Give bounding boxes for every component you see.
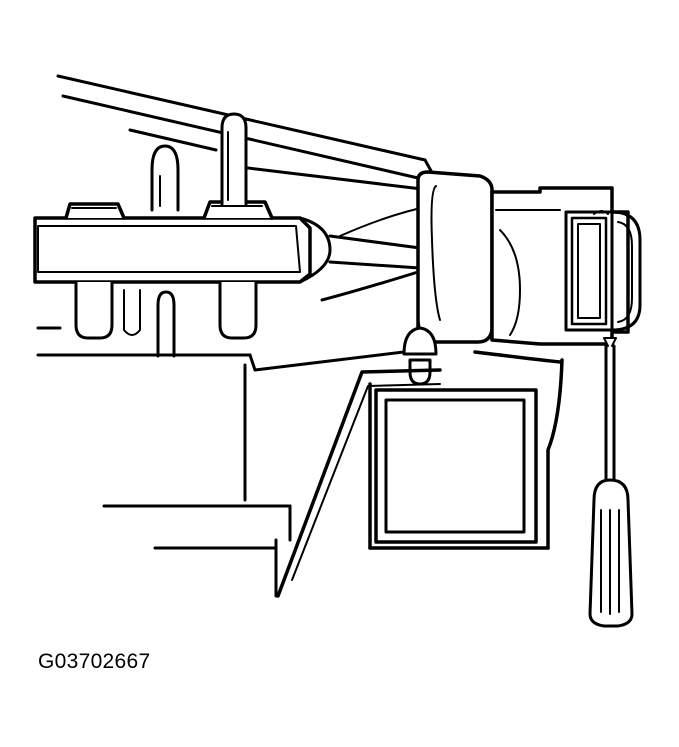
base-plate (36, 326, 422, 598)
locating-post (402, 326, 438, 386)
screwdriver-icon (588, 337, 634, 628)
bracket-window (374, 388, 538, 544)
cable-boot (298, 205, 431, 302)
terminal-pins (150, 112, 248, 212)
terminal-block (33, 200, 312, 284)
mounting-bracket (276, 350, 564, 598)
collar-ring (416, 170, 494, 344)
figure-id-label: G03702667 (38, 650, 151, 673)
terminal-legs (74, 280, 258, 358)
connector-body (490, 186, 642, 346)
